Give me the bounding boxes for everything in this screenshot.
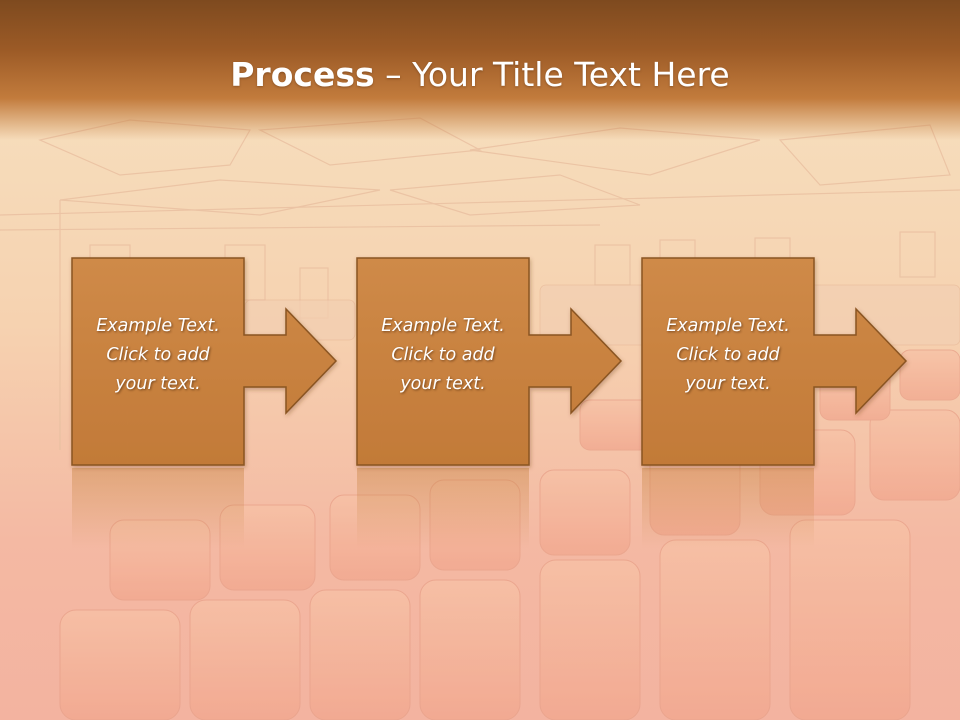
step-3-reflection [642,468,814,548]
title-bold-text: Process [230,55,375,94]
step-3-line-3: your text. [685,374,771,394]
step-3-arrow-shape[interactable] [641,257,908,466]
step-1-text[interactable]: Example Text. Click to add your text. [71,312,245,399]
step-2-line-3: your text. [400,374,486,394]
step-3-line-1: Example Text. [666,316,790,336]
title-rest-text: – Your Title Text Here [374,55,730,94]
step-2-arrow-shape[interactable] [356,257,623,466]
step-1-arrow-shape[interactable] [71,257,338,466]
step-3-line-2: Click to add [676,345,780,365]
step-2-line-1: Example Text. [381,316,505,336]
step-1-line-2: Click to add [106,345,210,365]
slide-title[interactable]: Process – Your Title Text Here [0,54,960,96]
step-1-line-3: your text. [115,374,201,394]
step-2-reflection [357,468,529,548]
step-1-reflection [72,468,244,548]
step-1-line-1: Example Text. [96,316,220,336]
step-2-line-2: Click to add [391,345,495,365]
title-bar [0,0,960,140]
step-3-text[interactable]: Example Text. Click to add your text. [641,312,815,399]
step-2-text[interactable]: Example Text. Click to add your text. [356,312,530,399]
